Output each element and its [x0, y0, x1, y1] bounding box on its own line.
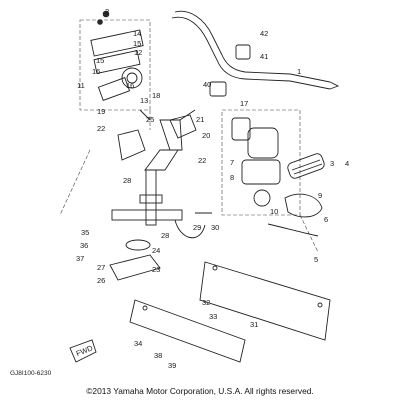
callout-15b: 15	[96, 56, 104, 65]
callout-24: 24	[152, 246, 160, 255]
callout-36: 36	[80, 241, 88, 250]
callout-29: 29	[193, 223, 201, 232]
callout-21: 21	[196, 115, 204, 124]
callout-25: 25	[146, 115, 154, 124]
drawing-code: GJ8I100-6230	[10, 370, 52, 377]
callout-30: 30	[211, 223, 219, 232]
throttle-lever	[267, 193, 323, 237]
callout-12: 12	[134, 48, 142, 57]
callout-2: 2	[105, 7, 109, 16]
callout-19: 19	[97, 107, 105, 116]
bracket-lower-left	[109, 239, 161, 281]
grip	[287, 153, 325, 179]
callout-10: 10	[270, 207, 278, 216]
callout-33: 33	[209, 312, 217, 321]
reference-lines	[59, 110, 319, 253]
callout-37: 37	[76, 254, 84, 263]
callout-5: 5	[314, 255, 318, 264]
callout-11: 11	[77, 81, 85, 90]
guard-plate-left	[129, 299, 246, 363]
part-callouts: 1 2 3 4 5 6 7 8 9 10 11 12 13 14 15 15 1…	[76, 7, 349, 370]
callout-22a: 22	[97, 124, 105, 133]
callout-4: 4	[345, 159, 349, 168]
guard-plate-right	[199, 261, 331, 341]
callout-7: 7	[230, 158, 234, 167]
cable	[174, 212, 212, 238]
callout-42: 42	[260, 29, 268, 38]
callout-20: 20	[202, 131, 210, 140]
callout-35: 35	[81, 228, 89, 237]
callout-15a: 15	[133, 39, 141, 48]
handlebar-clamp	[209, 44, 251, 97]
callout-34: 34	[134, 339, 142, 348]
callout-8: 8	[230, 173, 234, 182]
callout-18: 18	[152, 91, 160, 100]
callout-14: 14	[133, 29, 141, 38]
copyright-notice: ©2013 Yamaha Motor Corporation, U.S.A. A…	[86, 386, 314, 396]
callout-38: 38	[154, 351, 162, 360]
callout-1: 1	[297, 67, 301, 76]
callout-39: 39	[168, 361, 176, 370]
steering-column	[111, 109, 196, 226]
handlebar	[171, 10, 340, 90]
callout-28a: 28	[123, 176, 131, 185]
callout-31: 31	[250, 320, 258, 329]
callout-41: 41	[260, 52, 268, 61]
callout-26: 26	[97, 276, 105, 285]
callout-13: 13	[140, 96, 148, 105]
steering-bracket	[117, 114, 197, 161]
fwd-arrow: FWD	[69, 339, 97, 363]
callout-16b: 16	[126, 81, 134, 90]
callout-23: 23	[152, 265, 160, 274]
callout-17: 17	[240, 99, 248, 108]
callout-9: 9	[318, 191, 322, 200]
callout-6: 6	[324, 215, 328, 224]
callout-22b: 22	[198, 156, 206, 165]
callout-3: 3	[330, 159, 334, 168]
callout-40: 40	[203, 80, 211, 89]
callout-28b: 28	[161, 231, 169, 240]
callout-27: 27	[97, 263, 105, 272]
callout-16a: 16	[92, 67, 100, 76]
callout-32: 32	[202, 298, 210, 307]
